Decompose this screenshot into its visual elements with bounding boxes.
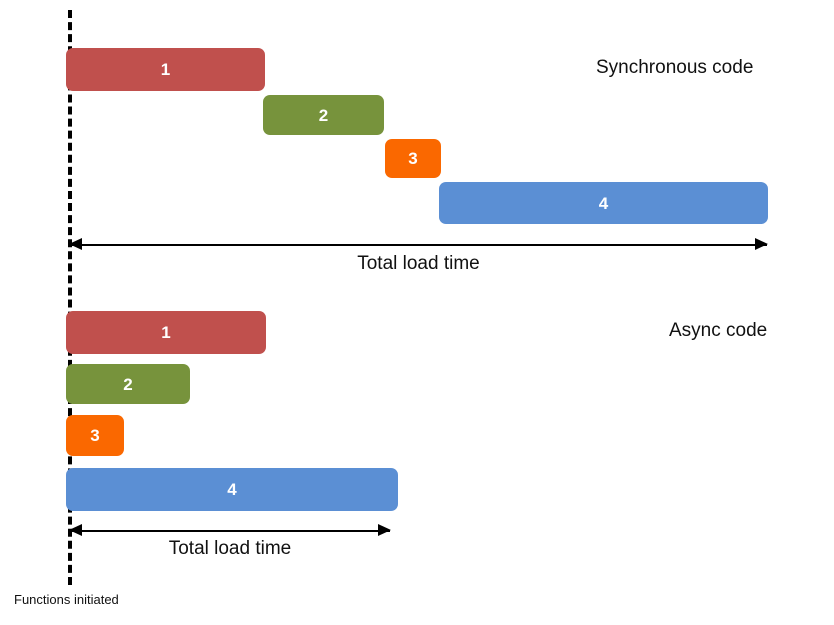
async-total-load-time-axis <box>69 521 391 541</box>
sync-task-bar-4: 4 <box>439 182 768 224</box>
async-task-bar-4: 4 <box>66 468 398 511</box>
sync-task-bar-1: 1 <box>66 48 265 91</box>
sync-task-bar-2: 2 <box>263 95 384 135</box>
async-task-bar-1: 1 <box>66 311 266 354</box>
async-task-bar-3-label: 3 <box>90 426 100 445</box>
async-task-bar-3: 3 <box>66 415 124 456</box>
async-task-bar-4-label: 4 <box>227 480 237 499</box>
async-task-bar-2-label: 2 <box>123 374 133 394</box>
sync-axis-line <box>70 244 767 246</box>
async-axis-line <box>70 530 390 532</box>
async-total-load-time-label: Total load time <box>168 538 292 559</box>
sync-task-bar-4-label: 4 <box>598 193 609 213</box>
async-axis-arrow-right-icon <box>378 524 391 536</box>
synchronous-code-label: Synchronous code <box>596 57 754 78</box>
sync-task-bar-3: 3 <box>385 139 441 178</box>
async-axis-arrow-left-icon <box>69 524 82 536</box>
async-task-bar-2: 2 <box>66 364 190 404</box>
sync-task-bar-3-label: 3 <box>408 149 418 168</box>
sync-axis-arrow-left-icon <box>69 238 82 250</box>
async-task-bar-1-label: 1 <box>161 323 171 342</box>
sync-total-load-time-axis <box>69 235 768 255</box>
functions-initiated-label: Functions initiated <box>14 592 119 607</box>
sync-task-bar-1-label: 1 <box>160 60 171 79</box>
sync-axis-arrow-right-icon <box>755 238 768 250</box>
async-code-label: Async code <box>669 320 768 341</box>
functions-initiated-line <box>68 10 72 585</box>
sync-total-load-time-label: Total load time <box>357 253 480 274</box>
sync-task-bar-2-label: 2 <box>318 105 329 125</box>
